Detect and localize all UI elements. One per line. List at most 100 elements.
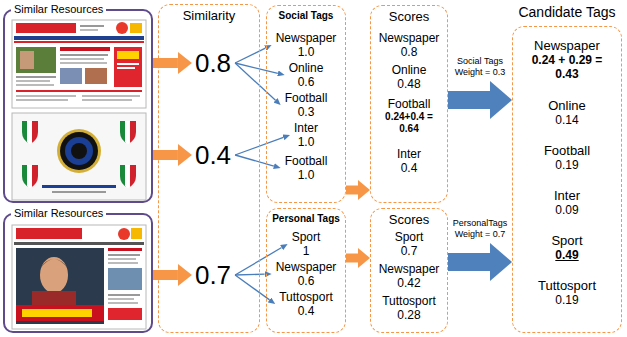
- newspaper-screenshot-part: [20, 51, 34, 69]
- newspaper-screenshot-part: [114, 47, 142, 87]
- newspaper-screenshot-part: [80, 25, 104, 27]
- tag-link: [235, 48, 265, 63]
- tag-entry: Sport1: [289, 229, 324, 259]
- sports-paper-screenshot-part: [16, 248, 104, 324]
- club-screenshot-part-part: [130, 121, 136, 145]
- newspaper-screenshot-part: [14, 41, 144, 43]
- panel-heading: Personal Tags: [267, 212, 345, 225]
- tag-score: 0.24+0.4 = 0.64: [374, 111, 444, 135]
- tag-score: 1.0: [294, 135, 318, 149]
- newspaper-screenshot-part: [117, 51, 139, 59]
- tag-score: 0.8: [379, 45, 440, 59]
- tag-score: 0.6: [276, 274, 337, 288]
- tag-name: Sport: [395, 230, 424, 244]
- sports-paper-screenshot-part: [12, 225, 146, 329]
- newspaper-screenshot-part: [16, 95, 76, 97]
- newspaper-screenshot-part: [60, 58, 104, 60]
- edge-label: PersonalTags Weight = 0.7: [448, 218, 512, 240]
- tag-score: 0.14: [548, 113, 586, 127]
- flow-arrow: [153, 58, 178, 68]
- newspaper-screenshot-part: [82, 99, 132, 101]
- sports-paper-screenshot-part: [40, 257, 68, 293]
- tag-entry: Inter1.0: [291, 120, 321, 150]
- tag-score: 1: [292, 244, 321, 258]
- newspaper-screenshot-part: [116, 22, 128, 34]
- tag-score: 1.0: [285, 168, 328, 182]
- resource-group: Similar Resources: [3, 9, 153, 203]
- sports-paper-screenshot-part: [108, 258, 136, 260]
- newspaper-screenshot-part: [16, 84, 54, 86]
- candidate-entry: Sport0.49: [548, 232, 585, 263]
- tag-score: 0.48: [392, 77, 427, 91]
- tag-link: [235, 275, 269, 300]
- tag-entry: Football1.0: [282, 153, 331, 183]
- similarity-value: 0.7: [193, 260, 233, 290]
- tag-name: Inter: [294, 121, 318, 135]
- panel-heading: Candidate Tags: [503, 4, 627, 21]
- similarity-value: 0.4: [195, 140, 231, 170]
- score-panel: ScoresNewspaper0.8Online0.48Football0.24…: [370, 5, 448, 203]
- similarity-value: 0.7: [195, 260, 231, 290]
- club-screenshot-part: [65, 137, 93, 165]
- tag-link: [235, 274, 265, 276]
- tag-name: Tuttosport: [279, 290, 333, 304]
- tag-score: 0.19: [544, 158, 590, 172]
- sports-paper-screenshot-part: [108, 254, 140, 256]
- flow-arrow: [153, 150, 178, 160]
- tag-name: Sport: [292, 230, 321, 244]
- flow-arrow: [448, 253, 490, 271]
- tag-score: 0.6: [289, 75, 324, 89]
- panel-heading: Scores: [371, 9, 447, 24]
- tag-score: 0.4: [279, 304, 333, 318]
- tag-score: 0.09: [554, 203, 580, 217]
- panel-heading: Similarity: [159, 8, 259, 23]
- sports-paper-screenshot-part: [108, 308, 142, 320]
- tag-entry: Newspaper0.6: [273, 259, 340, 289]
- club-screenshot-part: [57, 129, 101, 173]
- tag-name: Inter: [397, 147, 421, 161]
- newspaper-screenshot-part: [12, 20, 146, 108]
- sports-paper-screenshot-part: [40, 259, 68, 269]
- club-screenshot-part: [71, 143, 87, 159]
- newspaper-screenshot-part: [14, 36, 144, 40]
- panel-heading: Scores: [371, 212, 447, 227]
- newspaper-screenshot: [12, 20, 146, 108]
- score-entry: Football0.24+0.4 = 0.64: [371, 96, 447, 136]
- tag-score: 0.28: [382, 308, 436, 322]
- club-screenshot-part: [120, 121, 136, 145]
- score-entry: Inter0.4: [394, 146, 424, 176]
- tag-name: Inter: [554, 188, 580, 203]
- flow-arrow: [346, 254, 358, 263]
- tag-entry: Newspaper1.0: [273, 30, 340, 60]
- tag-name: Football: [285, 91, 328, 105]
- edge-label: Social Tags Weight = 0.3: [448, 56, 512, 78]
- club-screenshot-part: [52, 191, 106, 193]
- sports-paper-screenshot-part: [108, 294, 140, 296]
- club-screenshot-part: [22, 165, 38, 189]
- newspaper-screenshot-part: [60, 62, 107, 64]
- club-screenshot-part-part: [32, 121, 38, 145]
- newspaper-screenshot-part: [82, 95, 140, 97]
- sports-paper-screenshot-part: [108, 262, 138, 264]
- flow-arrow: [153, 270, 178, 280]
- newspaper-screenshot-part: [16, 99, 68, 101]
- tag-score: 1.0: [276, 45, 337, 59]
- tag-score: 0.7: [395, 244, 424, 258]
- score-entry: Sport0.7: [392, 229, 427, 259]
- tag-name: Tuttosport: [538, 278, 596, 293]
- sports-paper-screenshot-part: [131, 228, 142, 239]
- club-screenshot-part-part: [130, 165, 136, 189]
- tag-entry: Tuttosport0.4: [276, 289, 336, 319]
- newspaper-screenshot-part: [60, 54, 108, 56]
- sports-paper-screenshot-part: [16, 228, 82, 239]
- tag-score: 0.19: [538, 293, 596, 307]
- tag-score: 0.3: [285, 105, 328, 119]
- newspaper-screenshot-part: [60, 68, 82, 84]
- flow-arrow: [448, 91, 490, 109]
- tag-name: Newspaper: [379, 31, 440, 45]
- sports-paper-screenshot-part: [108, 268, 142, 290]
- club-screenshot: [12, 113, 146, 200]
- tag-name: Newspaper: [526, 38, 608, 53]
- newspaper-screenshot-part: [16, 23, 76, 33]
- tag-name: Football: [544, 143, 590, 158]
